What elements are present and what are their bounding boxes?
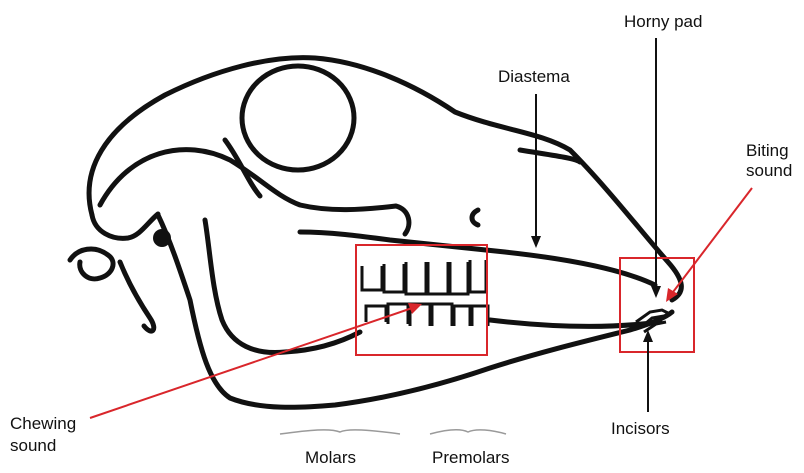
upper-molar xyxy=(384,264,404,292)
upper-molar xyxy=(406,262,426,294)
mandible-ramus xyxy=(205,220,360,353)
upper-premolar xyxy=(450,262,468,294)
lower-premolar xyxy=(454,306,470,326)
upper-molar xyxy=(428,262,448,294)
biting-arrow xyxy=(670,188,752,296)
upper-teeth xyxy=(362,260,486,294)
mental-notch xyxy=(472,210,478,225)
incisors-label: Incisors xyxy=(611,419,670,439)
premolars-label: Premolars xyxy=(432,448,509,468)
occipital-outline xyxy=(92,214,158,238)
chewing-sound-label-line2: sound xyxy=(10,436,56,456)
mandible-upper-edge xyxy=(490,320,660,326)
diastema-arrowhead xyxy=(531,236,541,248)
horny-pad-arrowhead xyxy=(651,286,661,298)
lower-premolar xyxy=(472,306,488,326)
molars-brace xyxy=(280,430,400,434)
eye-orbit xyxy=(242,66,354,170)
biting-sound-label-line2: sound xyxy=(746,161,792,181)
maxilla-edge xyxy=(300,232,655,285)
upper-premolar xyxy=(470,260,486,292)
lower-molar xyxy=(388,304,408,324)
chewing-highlight-box xyxy=(356,245,487,355)
lower-molar xyxy=(432,304,452,326)
biting-sound-label-line1: Biting xyxy=(746,141,789,161)
molars-label: Molars xyxy=(305,448,356,468)
upper-molar xyxy=(362,266,382,290)
horny-pad-label: Horny pad xyxy=(624,12,702,32)
diastema-label: Diastema xyxy=(498,67,570,87)
lower-teeth xyxy=(366,304,488,326)
foramen xyxy=(153,229,171,247)
premolars-brace xyxy=(430,430,506,434)
paroccipital-process xyxy=(120,262,154,331)
chewing-sound-label-line1: Chewing xyxy=(10,414,76,434)
ear-region xyxy=(70,249,113,279)
